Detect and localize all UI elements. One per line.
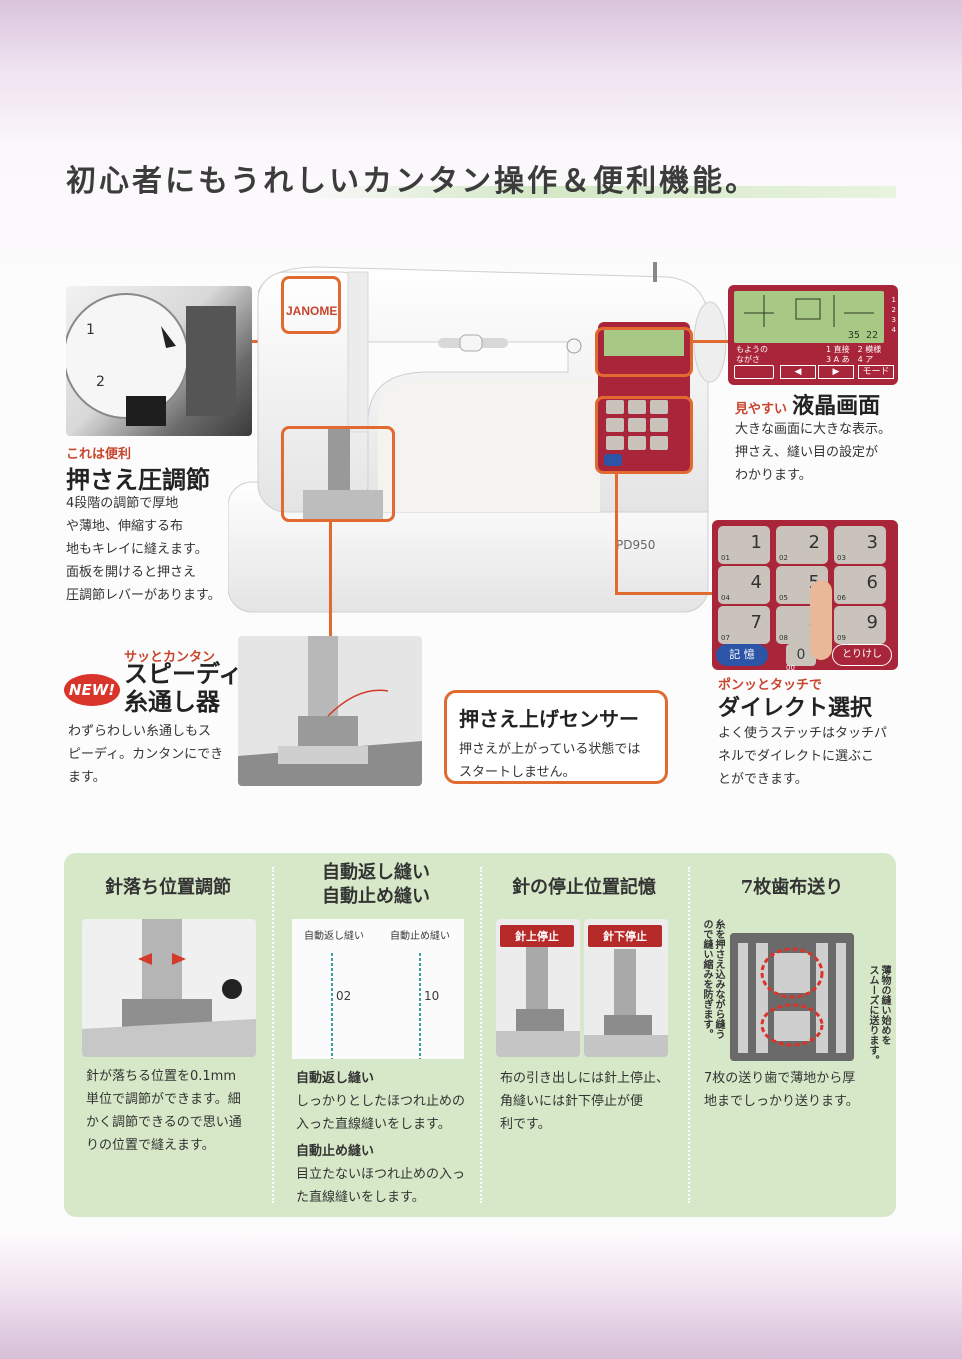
new-badge: NEW! [64, 674, 120, 706]
lcd-button-blank[interactable] [734, 365, 774, 379]
memory-button[interactable]: 記 憶 [716, 644, 768, 666]
panel3-desc: 布の引き出しには針上停止、 角縫いには針下停止が便 利です。 [500, 1071, 670, 1132]
threader-photo [238, 636, 422, 786]
feature-panel: 針落ち位置調節 針が落ちる位置を0.1mm 単位で調節ができます。細 かく調節で… [64, 853, 896, 1217]
auto-stitch-graphic [331, 953, 421, 1059]
panel-auto-stitch: 自動返し縫い 自動止め縫い 自動返し縫い 自動止め縫い 02 10 自動返し縫い… [272, 853, 480, 1217]
lcd-sub-left: もようの ながさ [736, 345, 768, 364]
lcd-side-numbers: 1 2 3 4 [891, 296, 896, 334]
presser-title: 押さえ圧調節 [66, 465, 210, 494]
direct-desc: よく使うステッチはタッチパ ネルでダイレクトに選ぶこ とができます。 [718, 726, 888, 787]
panel-divider-3 [688, 867, 690, 1203]
presser-dial-graphic: 1 2 3 [66, 293, 236, 426]
lcd-mode-button[interactable]: モード [858, 365, 894, 379]
threader-title: スピーディ 糸通し器 [124, 659, 243, 716]
direct-tag: ポンッとタッチで [718, 678, 823, 693]
needle-down-tag: 針下停止 [588, 925, 662, 947]
lcd-value: 35 22 [847, 330, 878, 341]
auto-stitch-label-b: 自動止め縫い [390, 931, 450, 942]
key-0-sub: 00 [786, 664, 795, 672]
lcd-heading: 見やすい 液晶画面 [735, 388, 880, 420]
auto-stitch-diagram: 自動返し縫い 自動止め縫い 02 10 [292, 919, 464, 1059]
panel-divider-1 [272, 867, 274, 1203]
highlight-lcd [595, 327, 693, 377]
finger-graphic [810, 580, 832, 660]
panel-needle-position: 針落ち位置調節 針が落ちる位置を0.1mm 単位で調節ができます。細 かく調節で… [64, 853, 272, 1217]
sewing-machine: JANOME PD950 [227, 262, 728, 622]
sensor-callout: 押さえ上げセンサー 押さえが上がっている状態では スタートしません。 [444, 690, 668, 784]
threader-desc: わずらわしい糸通しもス ピーディ。カンタンにでき ます。 [68, 724, 224, 785]
highlight-needle-area [281, 426, 395, 522]
lcd-left-arrow-icon[interactable]: ◀ [780, 365, 816, 379]
keypad-connector-h [615, 592, 713, 595]
auto-stitch-num-b: 10 [424, 989, 440, 1003]
cancel-button[interactable]: とりけし [832, 644, 892, 666]
key-0[interactable]: 0 [786, 644, 816, 666]
threader-connector [329, 522, 332, 640]
brand-logo: JANOME [286, 304, 338, 318]
panel1-title: 針落ち位置調節 [105, 877, 231, 898]
sensor-title: 押さえ上げセンサー [459, 707, 639, 731]
panel4-title: 7枚歯布送り [740, 877, 844, 898]
svg-text:1: 1 [86, 322, 95, 338]
feed-dogs-graphic [730, 933, 854, 1061]
panel3-title: 針の停止位置記憶 [512, 877, 656, 898]
headline-underline [296, 186, 896, 198]
lcd-desc: 大きな画面に大きな表示。 押さえ、縫い目の設定が わかります。 [735, 422, 892, 483]
lcd-title: 液晶画面 [792, 393, 881, 419]
needle-position-photo [82, 919, 256, 1057]
highlight-keypad [595, 396, 693, 474]
lcd-sub-right: 1 直接 2 模様 3 A あ 4 ア [826, 345, 882, 364]
headline-bar: 初心者にもうれしいカンタン操作＆便利機能。 [66, 152, 896, 199]
lcd-right-arrow-icon[interactable]: ▶ [818, 365, 854, 379]
lcd-graphic [744, 295, 874, 327]
panel-feed-dogs: 7枚歯布送り 糸を押さえ込みながら縫う ので縫い縮みを防ぎます。 [688, 853, 896, 1217]
needle-position-graphic [82, 919, 256, 1057]
page-title: 初心者にもうれしいカンタン操作＆便利機能。 [66, 164, 759, 199]
presser-desc: 4段階の調節で厚地 や薄地、伸縮する布 地もキレイに縫えます。 面板を開けると押… [66, 496, 221, 603]
panel-divider-2 [480, 867, 482, 1203]
panel2-title: 自動返し縫い 自動止め縫い [322, 862, 430, 907]
presser-tag: これは便利 [66, 447, 132, 462]
keypad-closeup: 101 202 303 404 505 606 707 808 909 記 憶 … [712, 520, 898, 672]
feed-dogs-note-left: 糸を押さえ込みながら縫う ので縫い縮みを防ぎます。 [701, 919, 724, 1039]
panel2-desc: 自動返し縫い しっかりとしたほつれ止めの 入った直線縫いをします。 自動止め縫い… [296, 1071, 466, 1205]
panel-needle-stop: 針の停止位置記憶 針上停止 針下停止 布の引き出しには針上停止、 角縫いには針下… [480, 853, 688, 1217]
svg-text:2: 2 [96, 374, 105, 390]
keypad-connector-v [615, 474, 618, 594]
needle-up-tag: 針上停止 [500, 925, 574, 947]
lcd-connector [693, 340, 729, 343]
panel4-desc: 7枚の送り歯で薄地から厚 地までしっかり送ります。 [704, 1071, 859, 1109]
feed-dogs-note-right: 薄物の縫い始めを スムーズに送ります。 [867, 965, 890, 1065]
lcd-tag: 見やすい [735, 402, 788, 417]
threader-tag: サッとカンタン [124, 650, 216, 665]
lcd-screen: 35 22 [734, 291, 884, 343]
feed-dogs-photo [730, 933, 854, 1061]
sewing-machine-graphic [227, 262, 727, 613]
model-label: PD950 [616, 538, 656, 552]
panel1-desc: 針が落ちる位置を0.1mm 単位で調節ができます。細 かく調節できるので思い通 … [86, 1069, 242, 1153]
lcd-closeup: 35 22 1 2 3 4 もようの ながさ 1 直接 2 模様 3 A あ 4… [728, 285, 898, 385]
direct-title: ダイレクト選択 [718, 695, 873, 721]
presser-dial-photo: 1 2 3 [66, 286, 252, 436]
threader-graphic [238, 636, 422, 786]
highlight-presser-dial [281, 276, 341, 334]
auto-stitch-num-a: 02 [336, 989, 352, 1003]
auto-stitch-label-a: 自動返し縫い [304, 931, 364, 942]
sensor-desc: 押さえが上がっている状態では スタートしません。 [459, 742, 641, 780]
